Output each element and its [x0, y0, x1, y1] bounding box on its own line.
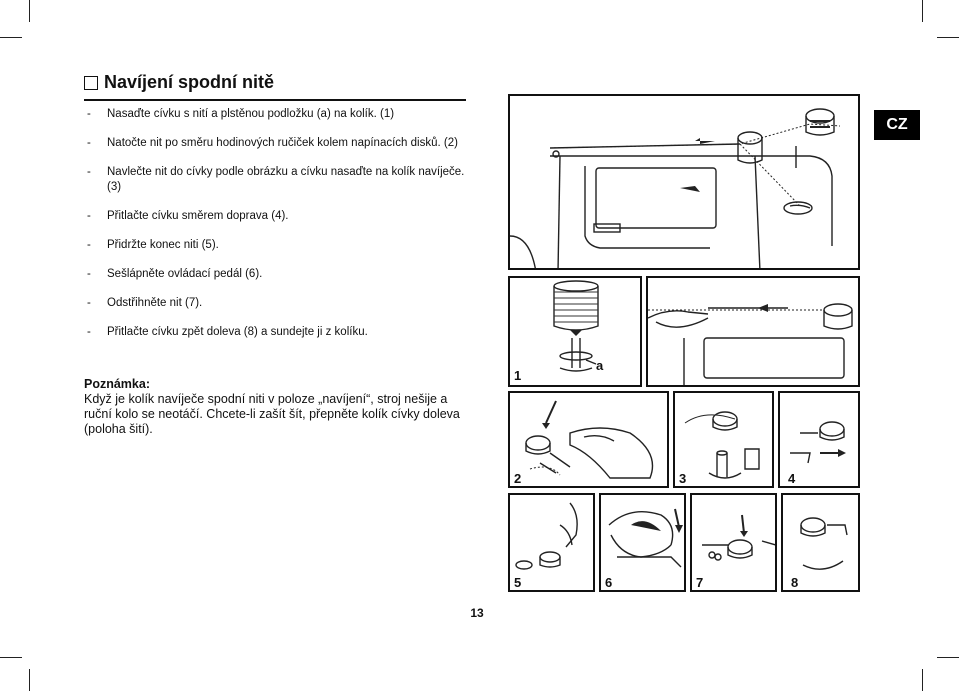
note-heading: Poznámka:	[84, 377, 150, 391]
figure-1: 1 a	[508, 276, 642, 387]
figure-number: 4	[788, 471, 796, 486]
figure-8: 8	[781, 493, 860, 592]
crop-mark	[0, 37, 22, 38]
bullet-dash: -	[87, 166, 91, 178]
bullet-dash: -	[87, 239, 91, 251]
step-text: Natočte nit po směru hodinových ručiček …	[107, 137, 458, 149]
thread-around-discs-illustration	[525, 400, 654, 479]
instruction-list: - Nasaďte cívku s nití a plstěnou podložk…	[87, 107, 467, 354]
machine-top-illustration	[510, 108, 841, 268]
crop-mark	[29, 0, 30, 22]
step-text: Odstřihněte nit (7).	[107, 297, 203, 309]
bullet-dash: -	[87, 297, 91, 309]
language-tab: CZ	[874, 110, 920, 140]
bullet-dash: -	[87, 210, 91, 222]
spool-on-pin-illustration	[553, 280, 599, 372]
list-item: - Odstřihněte nit (7).	[87, 296, 467, 311]
list-item: - Přitlačte cívku zpět doleva (8) a sunde…	[87, 325, 467, 340]
figure-number: 3	[679, 471, 687, 486]
crop-mark	[0, 657, 22, 658]
cut-thread-illustration	[702, 514, 775, 561]
note-text: Když je kolík navíječe spodní niti v pol…	[84, 392, 460, 436]
figure-number: 5	[514, 575, 522, 590]
bullet-dash: -	[87, 108, 91, 120]
list-item: - Přidržte konec niti (5).	[87, 238, 467, 253]
figure-7: 7	[690, 493, 777, 592]
press-pedal-illustration	[608, 508, 683, 568]
note-block: Poznámka: Když je kolík navíječe spodní …	[84, 377, 466, 437]
bullet-dash: -	[87, 326, 91, 338]
step-text: Sešlápněte ovládací pedál (6).	[107, 268, 263, 280]
push-bobbin-left-illustration	[800, 517, 848, 570]
figure-callout-a: a	[596, 358, 604, 373]
figure-3: 3	[673, 391, 774, 488]
figure-4: 4	[778, 391, 860, 488]
figure-thread-guide	[646, 276, 860, 387]
step-text: Přidržte konec niti (5).	[107, 239, 219, 251]
step-text: Přitlačte cívku směrem doprava (4).	[107, 210, 289, 222]
crop-mark	[922, 669, 923, 691]
crop-mark	[922, 0, 923, 22]
figure-number: 8	[791, 575, 799, 590]
figure-machine-overview	[508, 94, 860, 270]
hold-thread-end-illustration	[515, 502, 578, 570]
crop-mark	[937, 37, 959, 38]
crop-mark	[937, 657, 959, 658]
thread-tension-illustration	[648, 303, 853, 385]
title-checkbox-icon	[84, 76, 98, 90]
page-number: 13	[470, 606, 484, 620]
figure-5: 5	[508, 493, 595, 592]
step-text: Přitlačte cívku zpět doleva (8) a sundej…	[107, 326, 368, 338]
figure-number: 6	[605, 575, 613, 590]
list-item: - Přitlačte cívku směrem doprava (4).	[87, 209, 467, 224]
list-item: - Sešlápněte ovládací pedál (6).	[87, 267, 467, 282]
thread-bobbin-illustration	[684, 411, 760, 479]
section-header: Navíjení spodní nitě	[84, 72, 466, 101]
bullet-dash: -	[87, 137, 91, 149]
figure-number: 7	[696, 575, 704, 590]
page-title: Navíjení spodní nitě	[104, 72, 275, 92]
step-text: Nasaďte cívku s nití a plstěnou podložku…	[107, 108, 395, 120]
push-bobbin-right-illustration	[790, 421, 846, 464]
list-item: - Navlečte nit do cívky podle obrázku a c…	[87, 165, 467, 195]
figure-6: 6	[599, 493, 686, 592]
figure-number: 1	[514, 368, 522, 383]
figure-number: 2	[514, 471, 522, 486]
crop-mark	[29, 669, 30, 691]
list-item: - Nasaďte cívku s nití a plstěnou podložk…	[87, 107, 467, 122]
bullet-dash: -	[87, 268, 91, 280]
list-item: - Natočte nit po směru hodinových ručiček…	[87, 136, 467, 151]
step-text: Navlečte nit do cívky podle obrázku a cí…	[107, 166, 465, 193]
figure-2: 2	[508, 391, 669, 488]
